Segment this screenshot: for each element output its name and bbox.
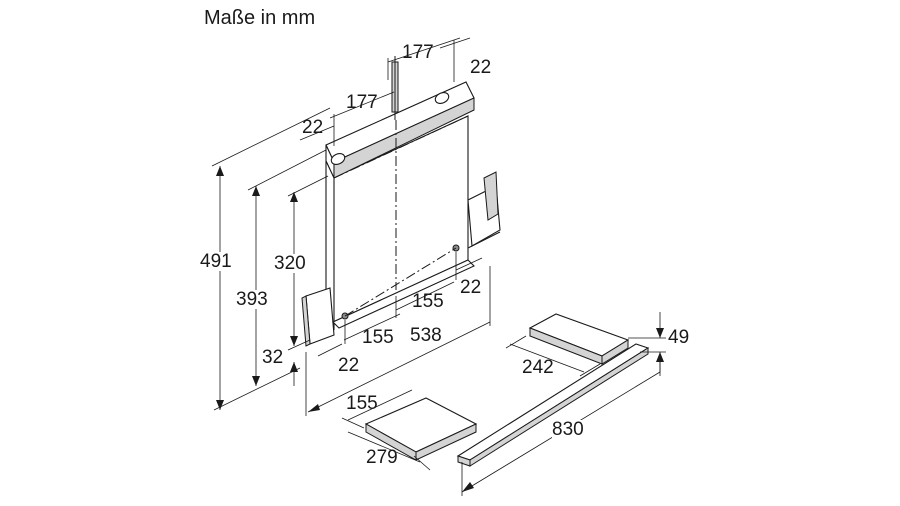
dim-279: 279 [366,447,398,468]
arrow-491-top [216,166,224,176]
dimline-22-bl [317,343,343,357]
dim-22-top-left: 22 [302,117,324,138]
slot-hole-right [434,92,450,104]
ext-491-top [211,107,331,167]
bracket-right-slot [483,171,499,221]
arrow-491-bottom [216,400,224,410]
dim-491: 491 [200,251,232,272]
slot-hole-left [330,153,346,165]
small-tray-top [364,397,478,453]
dim-177-top: 177 [402,42,434,63]
ext-242-right [579,363,601,377]
dimline-155-tray [347,389,413,421]
rail-axis [333,115,469,179]
long-strip [456,343,650,467]
arrow-32 [290,362,298,372]
ext-279 [413,455,431,471]
dim-155-bottom: 155 [362,327,394,348]
dim-830: 830 [552,419,584,440]
dim-177-mid: 177 [346,92,378,113]
dimline-155-b [343,313,401,341]
dim-32: 32 [262,347,284,368]
medium-tray-side [601,339,629,365]
dimline-538 [307,321,491,413]
arrow-830-left [462,482,474,492]
dim-320: 320 [274,253,306,274]
main-frame [301,56,501,347]
dimline-177-top [387,37,461,63]
ext-242-left [505,335,527,349]
ext-320-top [287,175,329,197]
dimline-22-tr [439,37,471,49]
dim-49: 49 [668,327,690,348]
dim-242: 242 [522,357,554,378]
arrow-49-top [656,328,664,338]
dim-393: 393 [236,289,268,310]
bottom-edge [332,259,475,329]
drawing-title: Maße in mm [204,7,316,29]
ext-491-bottom [213,367,301,411]
dim-155-mid: 155 [412,291,444,312]
dimline-279 [347,431,421,463]
bracket-right-foot [467,231,501,249]
dim-22-bottom-left: 22 [338,355,360,376]
dim-22-bottom-right: 22 [460,277,482,298]
dimline-242 [509,343,585,373]
bracket-left-edge [301,295,311,347]
bracket-left [305,287,335,345]
dimline-22-tl [299,125,335,141]
arrow-320-bottom [290,336,298,346]
strip-front [469,347,649,467]
medium-tray [528,313,630,365]
ext-155-tray [341,417,365,429]
ext-32 [287,339,311,351]
dim-155-tray: 155 [346,393,378,414]
dimline-155-m [395,281,455,311]
dimline-22-br [455,257,483,271]
arrow-320-top [290,192,298,202]
arrow-393-top [252,186,260,196]
ext-393-top [247,149,327,191]
dim-22-top-right: 22 [470,57,492,78]
dim-538: 538 [410,325,442,346]
small-tray [364,397,478,461]
arrow-393-bottom [252,376,260,386]
arrow-538-left [308,404,320,412]
hole-axis [344,247,457,317]
dimline-177-mid [329,91,395,119]
top-rail-front [333,97,475,179]
dimension-lines [211,37,666,496]
